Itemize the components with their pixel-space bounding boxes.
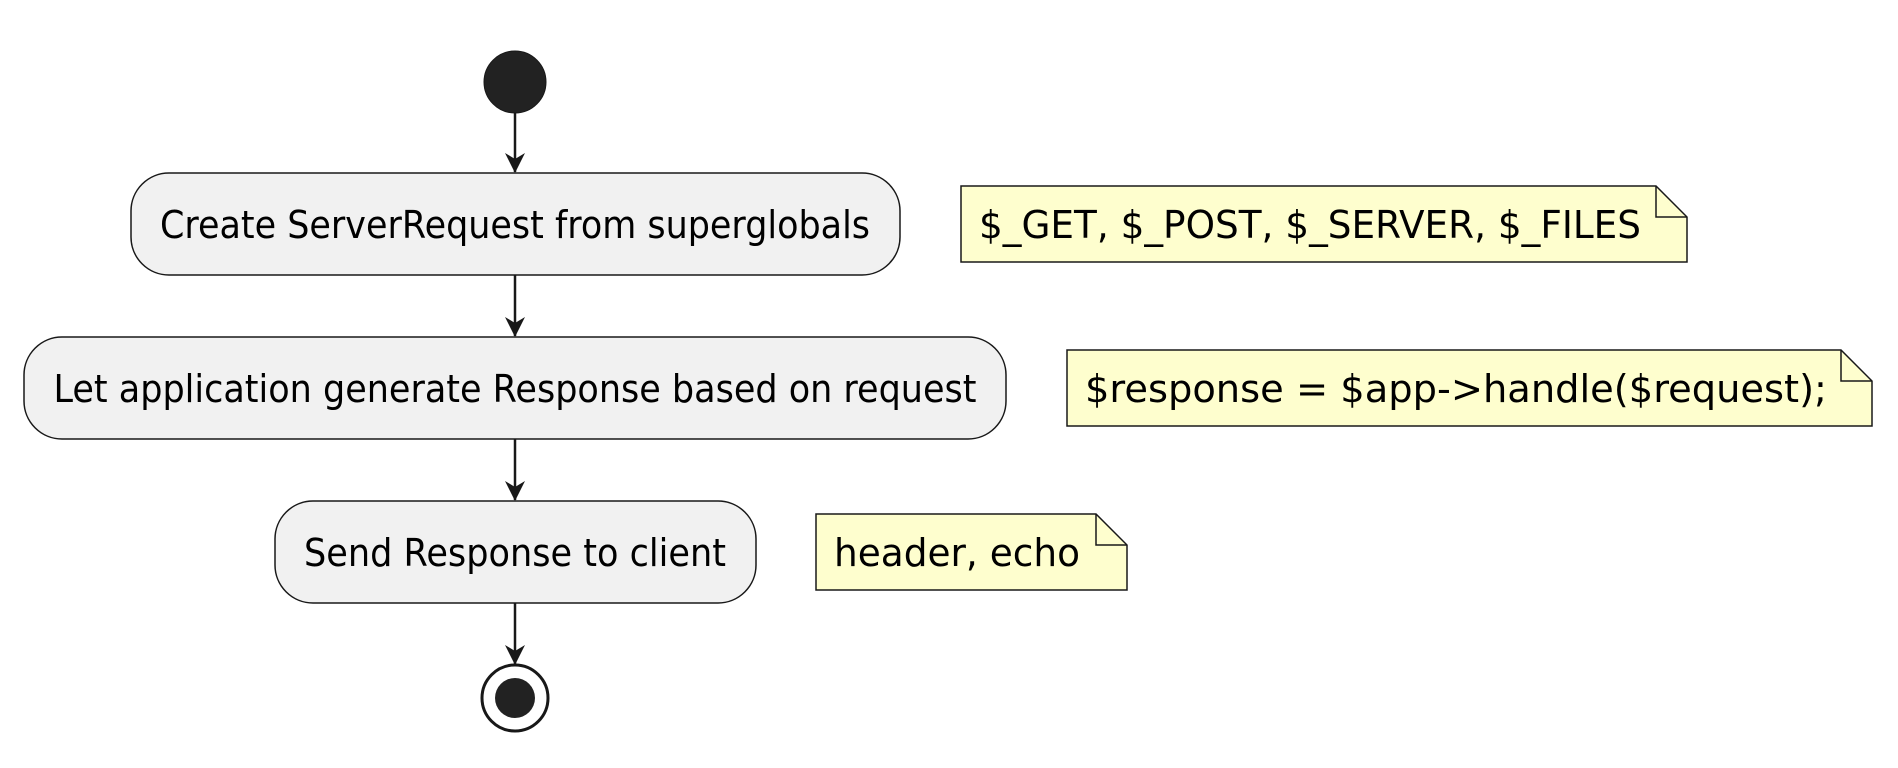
note-text: $_GET, $_POST, $_SERVER, $_FILES (979, 203, 1641, 247)
note-box (815, 513, 1128, 591)
end-node-core (495, 678, 535, 718)
note-text: $response = $app->handle($request); (1085, 367, 1827, 411)
activity-box (130, 172, 901, 276)
activity-box (274, 500, 757, 604)
activity-label: Let application generate Response based … (54, 367, 977, 411)
note-fold (1095, 514, 1127, 546)
note-box (1066, 349, 1873, 427)
note-text: header, echo (834, 531, 1080, 575)
note-box (960, 185, 1688, 263)
activity-label: Create ServerRequest from superglobals (160, 203, 870, 247)
note-header-echo: header, echo (815, 513, 1128, 591)
note-fold (1840, 350, 1872, 382)
activity-label: Send Response to client (304, 531, 726, 575)
note-fold (1655, 186, 1687, 218)
start-node (483, 50, 547, 114)
note-superglobals: $_GET, $_POST, $_SERVER, $_FILES (960, 185, 1688, 263)
activity-send-response: Send Response to client (274, 500, 757, 604)
activity-box (23, 336, 1007, 440)
end-node (480, 663, 550, 733)
activity-generate-response: Let application generate Response based … (23, 336, 1007, 440)
activity-create-server-request: Create ServerRequest from superglobals (130, 172, 901, 276)
note-handle-request: $response = $app->handle($request); (1066, 349, 1873, 427)
